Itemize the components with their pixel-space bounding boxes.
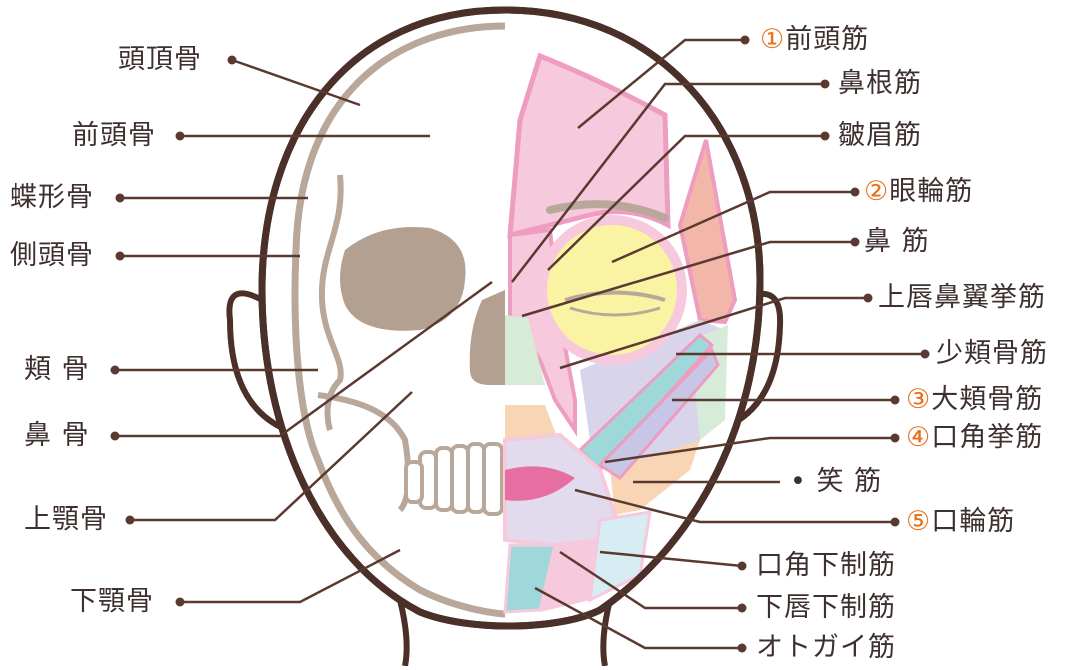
number-3: ③	[906, 384, 931, 415]
number-4: ④	[906, 422, 931, 453]
label-frontal-bone: 前頭骨	[72, 119, 156, 153]
label-parietal-bone: 頭頂骨	[118, 43, 202, 77]
orbicularis-oris-name: 口輪筋	[931, 506, 1015, 537]
label-maxilla: 上顎骨	[24, 503, 108, 537]
label-risorius: • 笑 筋	[790, 465, 882, 499]
label-orbicularis-oris: ⑤口輪筋	[906, 505, 1015, 539]
label-mentalis: オトガイ筋	[756, 631, 896, 665]
orbicularis-oculi-name: 眼輪筋	[889, 176, 973, 207]
label-corrugator: 皺眉筋	[838, 119, 922, 153]
label-orbicularis-oculi: ②眼輪筋	[864, 175, 973, 209]
label-procerus: 鼻根筋	[838, 67, 922, 101]
neck-left	[400, 600, 407, 666]
label-nasalis: 鼻 筋	[864, 225, 930, 259]
label-frontalis: ①前頭筋	[760, 23, 869, 57]
label-sphenoid-bone: 蝶形骨	[10, 181, 94, 215]
label-zygomaticus-major: ③大頬骨筋	[906, 383, 1043, 417]
zygomaticus-major-name: 大頬骨筋	[931, 384, 1043, 415]
levator-anguli-oris-name: 口角挙筋	[931, 422, 1043, 453]
number-5: ⑤	[906, 506, 931, 537]
label-depressor-anguli-oris: 口角下制筋	[756, 549, 896, 583]
label-zygomatic-bone: 頬 骨	[24, 353, 90, 387]
number-2: ②	[864, 176, 889, 207]
label-zygomaticus-minor: 少頬骨筋	[936, 337, 1048, 371]
label-levator-anguli-oris: ④口角挙筋	[906, 421, 1043, 455]
label-temporal-bone: 側頭骨	[10, 239, 94, 273]
number-1: ①	[760, 24, 785, 55]
label-depressor-labii: 下唇下制筋	[756, 591, 896, 625]
label-nasal-bone: 鼻 骨	[24, 419, 90, 453]
teeth	[406, 444, 502, 514]
frontalis-name: 前頭筋	[785, 24, 869, 55]
label-levator-labii-alaeque: 上唇鼻翼挙筋	[878, 281, 1046, 315]
label-mandible: 下顎骨	[70, 585, 154, 619]
